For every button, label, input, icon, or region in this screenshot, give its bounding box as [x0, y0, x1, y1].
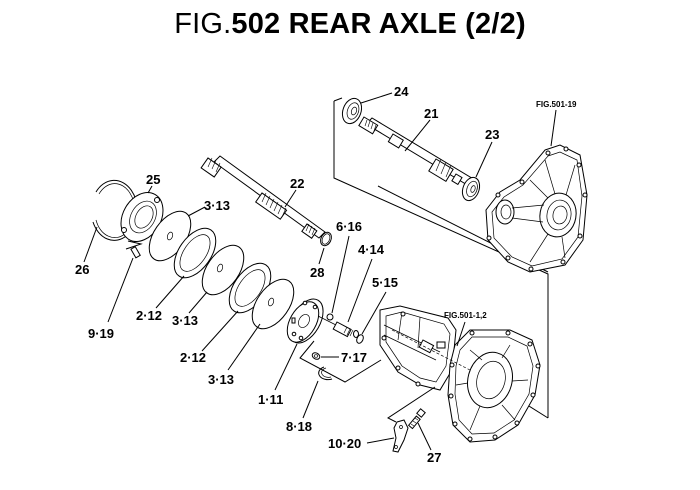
- nut-7-17: [311, 352, 321, 360]
- figure-title-prefix: FIG.: [174, 8, 232, 40]
- leader-4-14: [347, 258, 373, 323]
- upper-housing: [485, 144, 588, 273]
- lower-housing: [379, 305, 541, 443]
- leader-9-19: [107, 257, 134, 323]
- pin-9-19: [130, 245, 141, 259]
- bearing-24: [341, 97, 363, 125]
- leader-1-11: [274, 343, 298, 391]
- leader-23: [475, 141, 493, 178]
- bolt-28: [407, 408, 426, 430]
- axle-shaft-21: [358, 116, 476, 187]
- cam-4-14: [317, 315, 359, 338]
- callout-22: 22: [290, 176, 304, 191]
- callout-21: 21: [424, 106, 438, 121]
- callout-5-15: 5·15: [372, 275, 398, 290]
- bearing-23: [461, 176, 481, 202]
- leader-3-13-top: [187, 206, 206, 217]
- steel-plate-1: [173, 227, 217, 279]
- callout-1-11: 1·11: [258, 392, 283, 407]
- leader-28: [417, 422, 432, 451]
- leader-27: [318, 247, 325, 265]
- leader-24: [360, 92, 393, 104]
- figure-title-main: 502 REAR AXLE (2/2): [231, 8, 526, 40]
- leader-2-12-b: [201, 310, 239, 352]
- snap-ring-27: [320, 231, 332, 247]
- pressure-plate-1-11: [286, 298, 324, 344]
- leader-5-15: [361, 291, 387, 335]
- bracket-9-19: [125, 240, 143, 250]
- callout-6-16: 6·16: [336, 219, 362, 234]
- callout-23: 23: [485, 127, 499, 142]
- callout-3-13-top: 3·13: [204, 198, 230, 213]
- friction-plate-3: [251, 278, 295, 330]
- leader-3-13-bot: [227, 323, 261, 371]
- assembly-outline-cap: [333, 97, 343, 102]
- figure-title: FIG.502 REAR AXLE (2/2): [0, 8, 700, 41]
- leader-2-12-a: [155, 275, 185, 309]
- callout-2-12-b: 2·12: [180, 350, 206, 365]
- o-ring-5-15: [356, 334, 364, 344]
- callout-2-12-a: 2·12: [136, 308, 162, 323]
- leader-6-16: [331, 235, 350, 314]
- leader-10-20: [366, 437, 395, 444]
- callout-4-14: 4·14: [358, 242, 385, 257]
- reference-fig-501-1-2: FIG.501-1,2: [444, 311, 487, 320]
- assembly-outline-upper: [333, 101, 549, 418]
- leader-8-18: [302, 380, 319, 419]
- callout-7-17: 7·17: [341, 350, 367, 365]
- bracket-10-20-28: [387, 386, 436, 423]
- callout-10-20: 10·20: [328, 436, 361, 451]
- leader-3-13-mid: [188, 291, 208, 314]
- leader-fig-501-1-2: [456, 321, 466, 347]
- callout-9-19: 9·19: [88, 326, 114, 341]
- leader-22: [284, 189, 297, 208]
- callout-8-18: 8·18: [286, 419, 312, 434]
- ball-6-16: [326, 313, 334, 321]
- friction-plate-2: [201, 244, 245, 296]
- reference-fig-501-19: FIG.501-19: [536, 100, 577, 109]
- leader-21: [404, 119, 431, 152]
- callout-27: 28: [310, 265, 324, 280]
- clip-8-18: [318, 366, 333, 381]
- callout-25: 25: [146, 172, 160, 187]
- axle-shaft-22: [200, 155, 326, 239]
- callout-3-13-bot: 3·13: [208, 372, 234, 387]
- callout-3-13-mid: 3·13: [172, 313, 198, 328]
- leader-fig-501-19: [550, 109, 557, 147]
- callout-24: 24: [394, 84, 409, 99]
- leader-26: [83, 226, 98, 263]
- leader-25: [147, 185, 153, 194]
- callout-28: 27: [427, 450, 441, 465]
- lever-10-20: [392, 419, 409, 453]
- callout-26: 26: [75, 262, 89, 277]
